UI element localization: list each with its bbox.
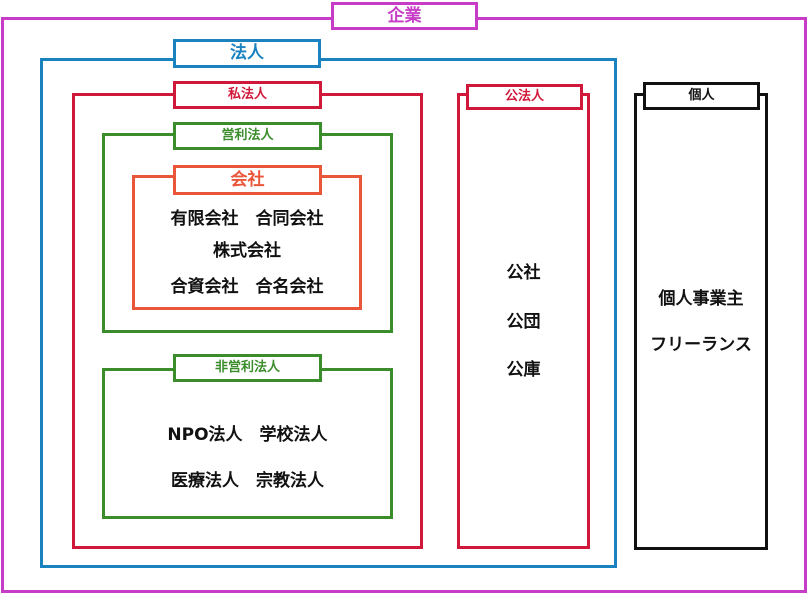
kojin-item-jigyonushi: 個人事業主 [658,289,744,309]
kigyo-label: 企業 [331,2,478,30]
kaisha-label: 会社 [173,165,322,195]
kohojin-label: 公法人 [466,84,583,110]
shihojin-label: 私法人 [173,81,322,109]
eiri-hojin-label: 営利法人 [173,122,322,150]
hieiri-hojin-label: 非営利法人 [173,354,322,382]
kojin-item-freelance: フリーランス [650,335,752,355]
hieiri-row-1: NPO法人 学校法人 [167,425,328,445]
hojin-group [40,58,617,568]
kaisha-row-2: 株式会社 [213,241,281,261]
kohojin-item-koko: 公庫 [506,360,541,380]
hojin-label: 法人 [173,39,321,68]
kojin-group [634,93,768,550]
kohojin-item-kodan: 公団 [506,312,541,332]
kohojin-item-kosha: 公社 [506,263,541,283]
hieiri-row-2: 医療法人 宗教法人 [171,471,324,491]
kaisha-row-3: 合資会社 合名会社 [170,277,324,297]
kaisha-row-1: 有限会社 合同会社 [170,209,324,229]
kojin-label: 個人 [643,82,760,110]
